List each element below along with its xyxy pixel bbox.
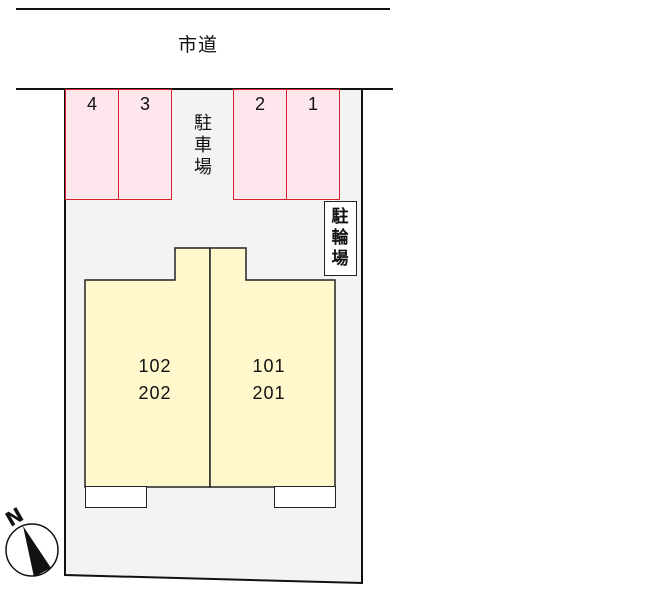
parking-space-number: 3 [139, 94, 150, 114]
parking-space-1: 1 [286, 89, 340, 200]
compass-icon [5, 523, 59, 577]
balcony-left [85, 486, 147, 508]
parking-label: 駐車場 [194, 113, 212, 178]
unit-label-right: 101 201 [224, 353, 314, 407]
unit-101: 101 [252, 356, 286, 376]
road-label: 市道 [178, 34, 219, 56]
parking-space-number: 4 [86, 94, 97, 114]
unit-102: 102 [138, 356, 172, 376]
road-top-edge [16, 8, 390, 10]
parking-space-3: 3 [118, 89, 172, 200]
parking-space-4: 4 [65, 89, 119, 200]
parking-space-number: 1 [307, 94, 318, 114]
unit-202: 202 [138, 383, 172, 403]
unit-201: 201 [252, 383, 286, 403]
balcony-right [274, 486, 336, 508]
bicycle-parking: 駐輪場 [324, 201, 357, 276]
unit-101-201-outline [209, 247, 336, 488]
bicycle-parking-label: 駐輪場 [331, 207, 349, 269]
unit-label-left: 102 202 [110, 353, 200, 407]
parking-space-number: 2 [254, 94, 265, 114]
parking-space-2: 2 [233, 89, 287, 200]
